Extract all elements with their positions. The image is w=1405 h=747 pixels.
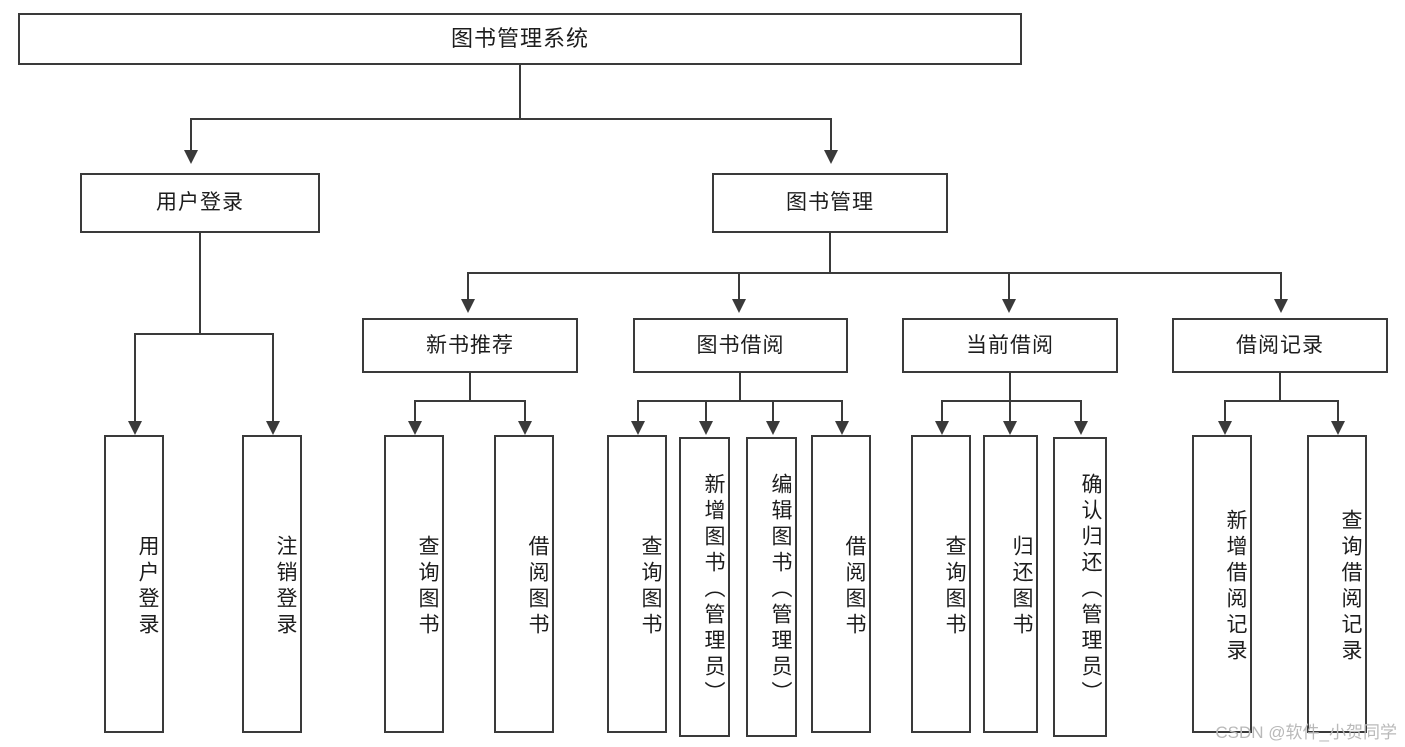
arrowhead-br-leaf-2 bbox=[1331, 421, 1345, 435]
connector-bm-to-new-book bbox=[467, 272, 469, 299]
connector-book-management-stem bbox=[829, 233, 831, 272]
leaf-label: 用户登录 bbox=[136, 535, 159, 639]
node-borrow-record[interactable]: 借阅记录 bbox=[1172, 318, 1388, 373]
node-label: 借阅记录 bbox=[1236, 333, 1324, 357]
connector-br-to-leaf-1 bbox=[1224, 400, 1226, 421]
node-current-borrow[interactable]: 当前借阅 bbox=[902, 318, 1118, 373]
arrowhead-cb-leaf-2 bbox=[1003, 421, 1017, 435]
node-new-book-recommend[interactable]: 新书推荐 bbox=[362, 318, 578, 373]
connector-root-to-book-management bbox=[830, 118, 832, 150]
arrowhead-new-book-leaf-1 bbox=[408, 421, 422, 435]
arrowhead-root-to-user-login bbox=[184, 150, 198, 164]
leaf-query-book-borrow[interactable]: 查询图书 bbox=[607, 435, 667, 733]
connector-new-book-stem bbox=[469, 373, 471, 400]
connector-root-stem bbox=[519, 65, 521, 118]
leaf-edit-book-admin[interactable]: 编辑图书（管理员） bbox=[746, 437, 797, 737]
leaf-return-book[interactable]: 归还图书 bbox=[983, 435, 1038, 733]
connector-new-book-to-leaf-2 bbox=[524, 400, 526, 421]
leaf-label: 注销登录 bbox=[274, 535, 297, 639]
leaf-label: 查询图书 bbox=[416, 535, 439, 639]
leaf-add-borrow-record[interactable]: 新增借阅记录 bbox=[1192, 435, 1252, 733]
arrowhead-bb-leaf-2 bbox=[699, 421, 713, 435]
leaf-confirm-return-admin[interactable]: 确认归还（管理员） bbox=[1053, 437, 1107, 737]
leaf-label: 查询图书 bbox=[639, 535, 662, 639]
leaf-user-login[interactable]: 用户登录 bbox=[104, 435, 164, 733]
connector-user-login-to-leaf-1 bbox=[134, 333, 136, 421]
node-label: 新书推荐 bbox=[426, 333, 514, 357]
leaf-label: 查询图书 bbox=[943, 535, 966, 639]
connector-book-management-bus bbox=[467, 272, 1280, 274]
leaf-label: 查询借阅记录 bbox=[1339, 509, 1362, 665]
arrowhead-bm-to-borrow-record bbox=[1274, 299, 1288, 313]
connector-cb-to-leaf-1 bbox=[941, 400, 943, 421]
leaf-label: 编辑图书（管理员） bbox=[769, 473, 792, 707]
node-label: 图书管理 bbox=[786, 191, 874, 215]
leaf-query-book-recommend[interactable]: 查询图书 bbox=[384, 435, 444, 733]
connector-bb-to-leaf-3 bbox=[772, 400, 774, 421]
leaf-query-borrow-record[interactable]: 查询借阅记录 bbox=[1307, 435, 1367, 733]
connector-root-to-user-login bbox=[190, 118, 192, 150]
arrowhead-bm-to-book-borrow bbox=[732, 299, 746, 313]
arrowhead-bb-leaf-4 bbox=[835, 421, 849, 435]
connector-user-login-to-leaf-2 bbox=[272, 333, 274, 421]
arrowhead-bm-to-new-book bbox=[461, 299, 475, 313]
leaf-query-book-current[interactable]: 查询图书 bbox=[911, 435, 971, 733]
connector-bm-to-borrow-record bbox=[1280, 272, 1282, 299]
connector-br-to-leaf-2 bbox=[1337, 400, 1339, 421]
connector-user-login-stem bbox=[199, 233, 201, 333]
arrowhead-bb-leaf-1 bbox=[631, 421, 645, 435]
leaf-label: 新增图书（管理员） bbox=[702, 473, 725, 707]
connector-cb-to-leaf-2 bbox=[1009, 400, 1011, 421]
arrowhead-root-to-book-management bbox=[824, 150, 838, 164]
leaf-label: 新增借阅记录 bbox=[1224, 509, 1247, 665]
connector-book-borrow-stem bbox=[739, 373, 741, 400]
arrowhead-cb-leaf-3 bbox=[1074, 421, 1088, 435]
leaf-label: 借阅图书 bbox=[526, 535, 549, 639]
arrowhead-user-login-leaf-1 bbox=[128, 421, 142, 435]
leaf-label: 归还图书 bbox=[1010, 535, 1033, 639]
connector-user-login-bus bbox=[134, 333, 272, 335]
leaf-label: 确认归还（管理员） bbox=[1079, 473, 1102, 707]
arrowhead-user-login-leaf-2 bbox=[266, 421, 280, 435]
leaf-borrow-book-recommend[interactable]: 借阅图书 bbox=[494, 435, 554, 733]
arrowhead-bb-leaf-3 bbox=[766, 421, 780, 435]
node-label: 图书管理系统 bbox=[450, 25, 589, 51]
connector-current-borrow-stem bbox=[1009, 373, 1011, 400]
arrowhead-cb-leaf-1 bbox=[935, 421, 949, 435]
node-root-book-management-system[interactable]: 图书管理系统 bbox=[18, 13, 1022, 65]
arrowhead-br-leaf-1 bbox=[1218, 421, 1232, 435]
connector-new-book-bus bbox=[414, 400, 524, 402]
connector-borrow-record-stem bbox=[1279, 373, 1281, 400]
node-book-borrow[interactable]: 图书借阅 bbox=[633, 318, 848, 373]
leaf-logout[interactable]: 注销登录 bbox=[242, 435, 302, 733]
leaf-borrow-book[interactable]: 借阅图书 bbox=[811, 435, 871, 733]
node-user-login[interactable]: 用户登录 bbox=[80, 173, 320, 233]
connector-bm-to-book-borrow bbox=[738, 272, 740, 299]
leaf-add-book-admin[interactable]: 新增图书（管理员） bbox=[679, 437, 730, 737]
arrowhead-bm-to-current-borrow bbox=[1002, 299, 1016, 313]
node-label: 用户登录 bbox=[156, 191, 244, 215]
connector-root-bus bbox=[190, 118, 831, 120]
arrowhead-new-book-leaf-2 bbox=[518, 421, 532, 435]
connector-new-book-to-leaf-1 bbox=[414, 400, 416, 421]
connector-bb-to-leaf-2 bbox=[705, 400, 707, 421]
connector-book-borrow-bus bbox=[637, 400, 841, 402]
leaf-label: 借阅图书 bbox=[843, 535, 866, 639]
connector-bb-to-leaf-1 bbox=[637, 400, 639, 421]
connector-bb-to-leaf-4 bbox=[841, 400, 843, 421]
node-book-management[interactable]: 图书管理 bbox=[712, 173, 948, 233]
node-label: 当前借阅 bbox=[966, 333, 1054, 357]
connector-bm-to-current-borrow bbox=[1008, 272, 1010, 299]
node-label: 图书借阅 bbox=[696, 333, 785, 357]
connector-cb-to-leaf-3 bbox=[1080, 400, 1082, 421]
connector-borrow-record-bus bbox=[1224, 400, 1337, 402]
